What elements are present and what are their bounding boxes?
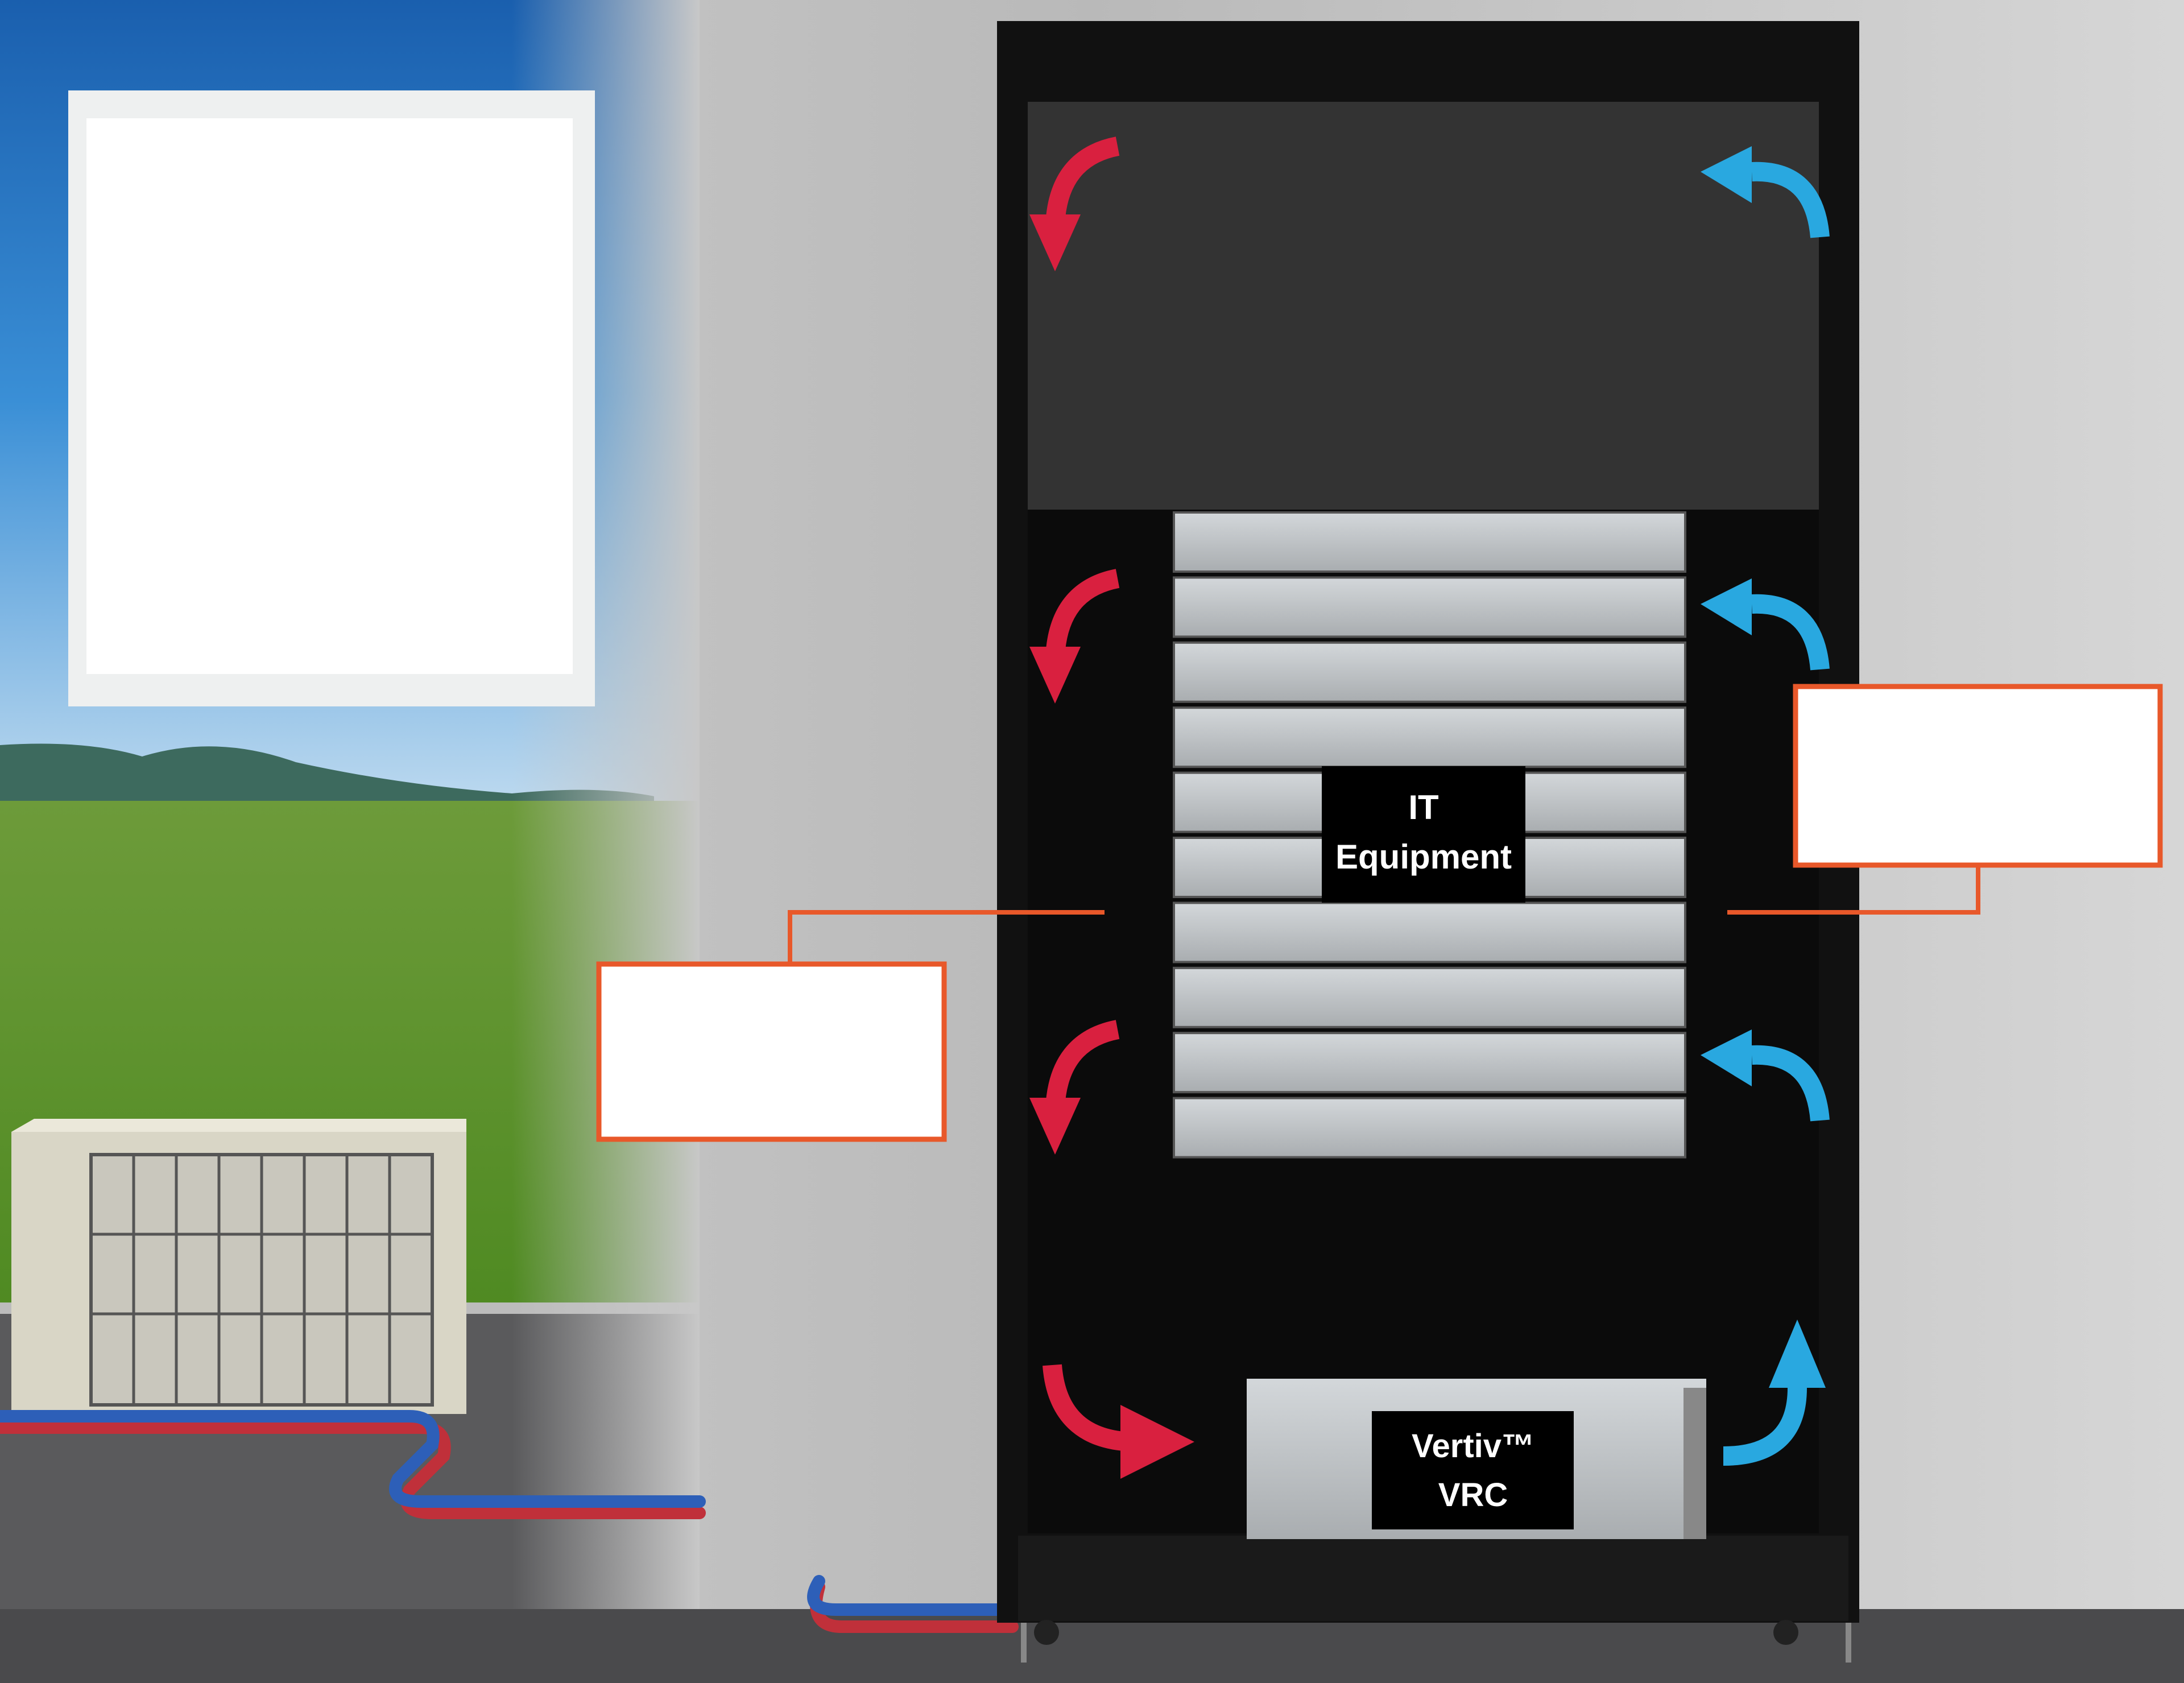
it-label-line1: IT xyxy=(1408,788,1438,826)
cool-air-arrow-icon xyxy=(1701,1029,1830,1122)
hot-air-arrow-icon xyxy=(1043,1364,1194,1479)
condenser-unit xyxy=(11,1119,466,1414)
top-panel xyxy=(1028,102,1819,510)
cool-air-arrow-icon xyxy=(1723,1320,1826,1466)
refrigerant-pipes xyxy=(0,1410,1019,1633)
cool-air-arrow-icon xyxy=(1701,146,1830,238)
blank-panel-inner xyxy=(86,118,573,674)
server-unit xyxy=(1173,902,1686,964)
callout-box-right xyxy=(1793,684,2163,868)
hot-air-arrow-icon xyxy=(1029,569,1120,704)
callout-box-left xyxy=(596,961,947,1142)
cool-air-arrow-icon xyxy=(1701,578,1830,671)
server-unit xyxy=(1173,576,1686,638)
hot-air-arrow-icon xyxy=(1029,1020,1120,1155)
hot-air-arrow-icon xyxy=(1029,137,1120,271)
vrc-label-line1: Vertiv™ xyxy=(1412,1428,1534,1465)
vrc-label-line2: VRC xyxy=(1438,1477,1508,1514)
server-unit xyxy=(1173,706,1686,768)
server-unit xyxy=(1173,1097,1686,1159)
server-unit xyxy=(1173,1032,1686,1094)
server-unit xyxy=(1173,966,1686,1028)
callout-line-right xyxy=(1727,865,1980,915)
it-label-line2: Equipment xyxy=(1335,838,1512,876)
server-unit xyxy=(1173,511,1686,573)
server-unit xyxy=(1173,641,1686,703)
vrc-label-box xyxy=(1372,1411,1574,1529)
it-equipment-label-box xyxy=(1322,766,1525,903)
callout-line-left xyxy=(788,910,1105,964)
